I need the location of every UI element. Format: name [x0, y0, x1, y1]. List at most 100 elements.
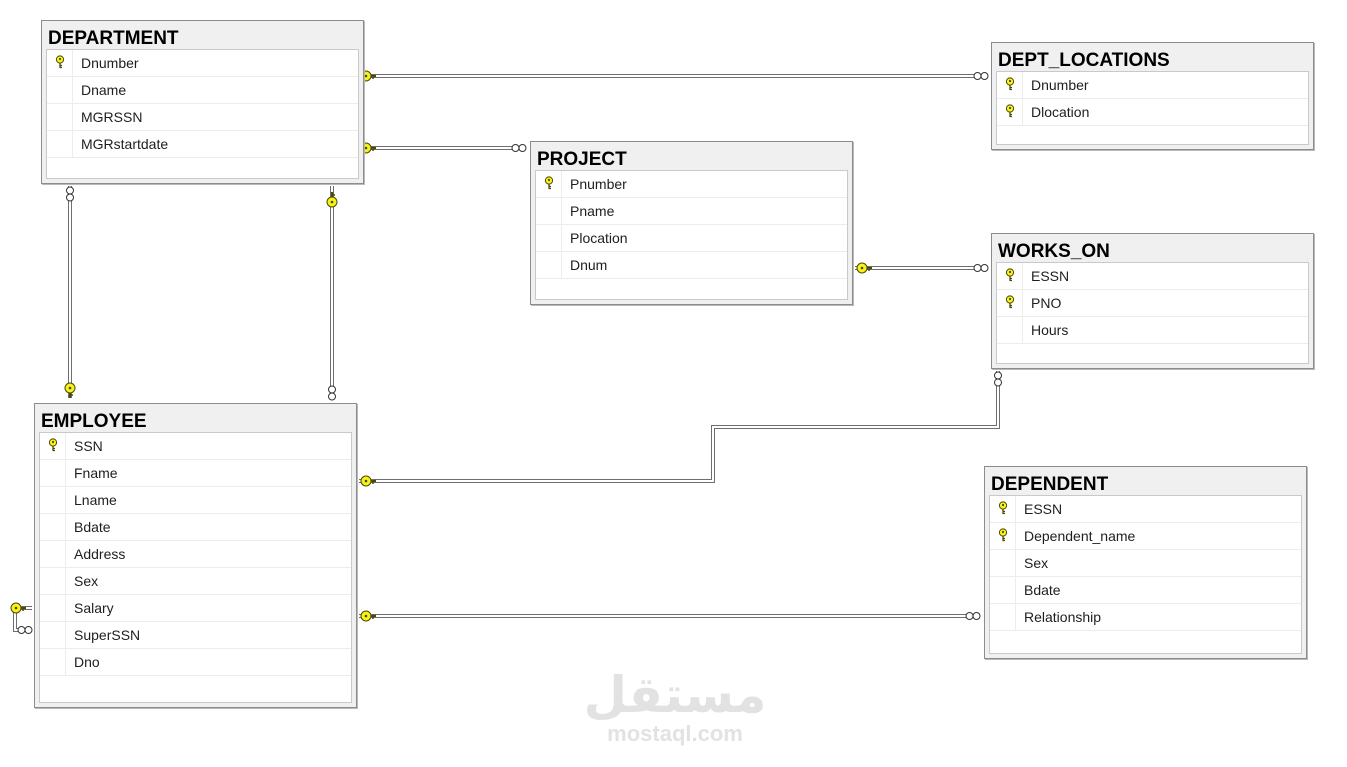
relationship-key-icon [10, 602, 26, 614]
column-row[interactable]: Bdate [990, 577, 1301, 604]
row-gutter [997, 317, 1023, 343]
column-name: Dno [74, 654, 100, 670]
column-row[interactable]: Bdate [40, 514, 351, 541]
column-row[interactable]: Sex [40, 568, 351, 595]
relationship-key-icon [856, 262, 872, 274]
column-row[interactable]: Address [40, 541, 351, 568]
column-name: Dnum [570, 257, 608, 273]
column-row[interactable]: Relationship [990, 604, 1301, 631]
column-row[interactable]: Pnumber [536, 171, 847, 198]
infinity-icon [973, 72, 989, 80]
row-gutter [40, 460, 66, 486]
column-row[interactable]: Dependent_name [990, 523, 1301, 550]
column-name: Bdate [74, 519, 111, 535]
column-row[interactable]: Lname [40, 487, 351, 514]
column-name: Dnumber [1031, 77, 1089, 93]
column-name: Address [74, 546, 126, 562]
column-name: Sex [74, 573, 99, 589]
row-gutter [536, 252, 562, 278]
row-gutter [997, 72, 1023, 98]
row-gutter [40, 649, 66, 675]
table-title[interactable]: DEPT_LOCATIONS [998, 50, 1170, 71]
row-gutter [47, 104, 73, 130]
table-title[interactable]: DEPENDENT [991, 474, 1109, 495]
table-title[interactable]: DEPARTMENT [48, 28, 179, 49]
relationship-key-icon [360, 475, 376, 487]
column-name: PNO [1031, 295, 1062, 311]
column-row[interactable]: ESSN [990, 496, 1301, 523]
column-name: Bdate [1024, 582, 1061, 598]
column-name: Fname [74, 465, 118, 481]
column-row[interactable]: PNO [997, 290, 1308, 317]
row-gutter [40, 541, 66, 567]
row-gutter [40, 595, 66, 621]
column-name: Dlocation [1031, 104, 1090, 120]
column-row[interactable]: SSN [40, 433, 351, 460]
row-gutter [40, 568, 66, 594]
column-name: ESSN [1024, 501, 1063, 517]
relationship-key-icon [360, 610, 376, 622]
row-gutter [536, 198, 562, 224]
infinity-icon [66, 186, 74, 202]
column-name: SuperSSN [74, 627, 141, 643]
primary-key-icon [543, 176, 555, 190]
column-row[interactable]: Dnumber [47, 50, 358, 77]
row-gutter [40, 487, 66, 513]
column-list: ESSN PNO Hours [996, 262, 1309, 364]
row-gutter [40, 622, 66, 648]
row-gutter [997, 263, 1023, 289]
column-row[interactable]: Dnum [536, 252, 847, 279]
row-gutter [990, 604, 1016, 630]
column-row[interactable]: Sex [990, 550, 1301, 577]
column-row[interactable]: MGRSSN [47, 104, 358, 131]
column-row[interactable]: Plocation [536, 225, 847, 252]
row-gutter [47, 131, 73, 157]
table-works-on[interactable]: WORKS_ON ESSN PNO Hours [991, 233, 1314, 369]
column-row[interactable]: Hours [997, 317, 1308, 344]
infinity-icon [973, 264, 989, 272]
row-gutter [536, 225, 562, 251]
column-row[interactable]: SuperSSN [40, 622, 351, 649]
column-row[interactable]: ESSN [997, 263, 1308, 290]
infinity-icon [965, 612, 981, 620]
relationship-employee-works-on[interactable] [359, 371, 1000, 483]
column-row[interactable]: MGRstartdate [47, 131, 358, 158]
row-gutter [997, 99, 1023, 125]
column-row[interactable]: Dno [40, 649, 351, 676]
column-name: Hours [1031, 322, 1069, 338]
column-name: Pname [570, 203, 615, 219]
primary-key-icon [997, 528, 1009, 542]
column-name: ESSN [1031, 268, 1070, 284]
column-name: Dname [81, 82, 127, 98]
infinity-icon [511, 144, 527, 152]
column-name: Sex [1024, 555, 1049, 571]
column-name: Lname [74, 492, 117, 508]
primary-key-icon [997, 501, 1009, 515]
column-name: MGRSSN [81, 109, 143, 125]
column-row[interactable]: Dname [47, 77, 358, 104]
row-gutter [990, 577, 1016, 603]
relationship-employee-self[interactable] [13, 606, 32, 632]
column-name: MGRstartdate [81, 136, 169, 152]
column-row[interactable]: Dnumber [997, 72, 1308, 99]
table-title[interactable]: PROJECT [537, 149, 627, 170]
infinity-icon [17, 626, 33, 634]
column-row[interactable]: Dlocation [997, 99, 1308, 126]
column-row[interactable]: Fname [40, 460, 351, 487]
infinity-icon [328, 385, 336, 401]
column-row[interactable]: Pname [536, 198, 847, 225]
watermark-url: mostaql.com [607, 721, 743, 746]
column-row[interactable]: Salary [40, 595, 351, 622]
table-title[interactable]: WORKS_ON [998, 241, 1110, 262]
table-title[interactable]: EMPLOYEE [41, 411, 147, 432]
column-name: Relationship [1024, 609, 1102, 625]
